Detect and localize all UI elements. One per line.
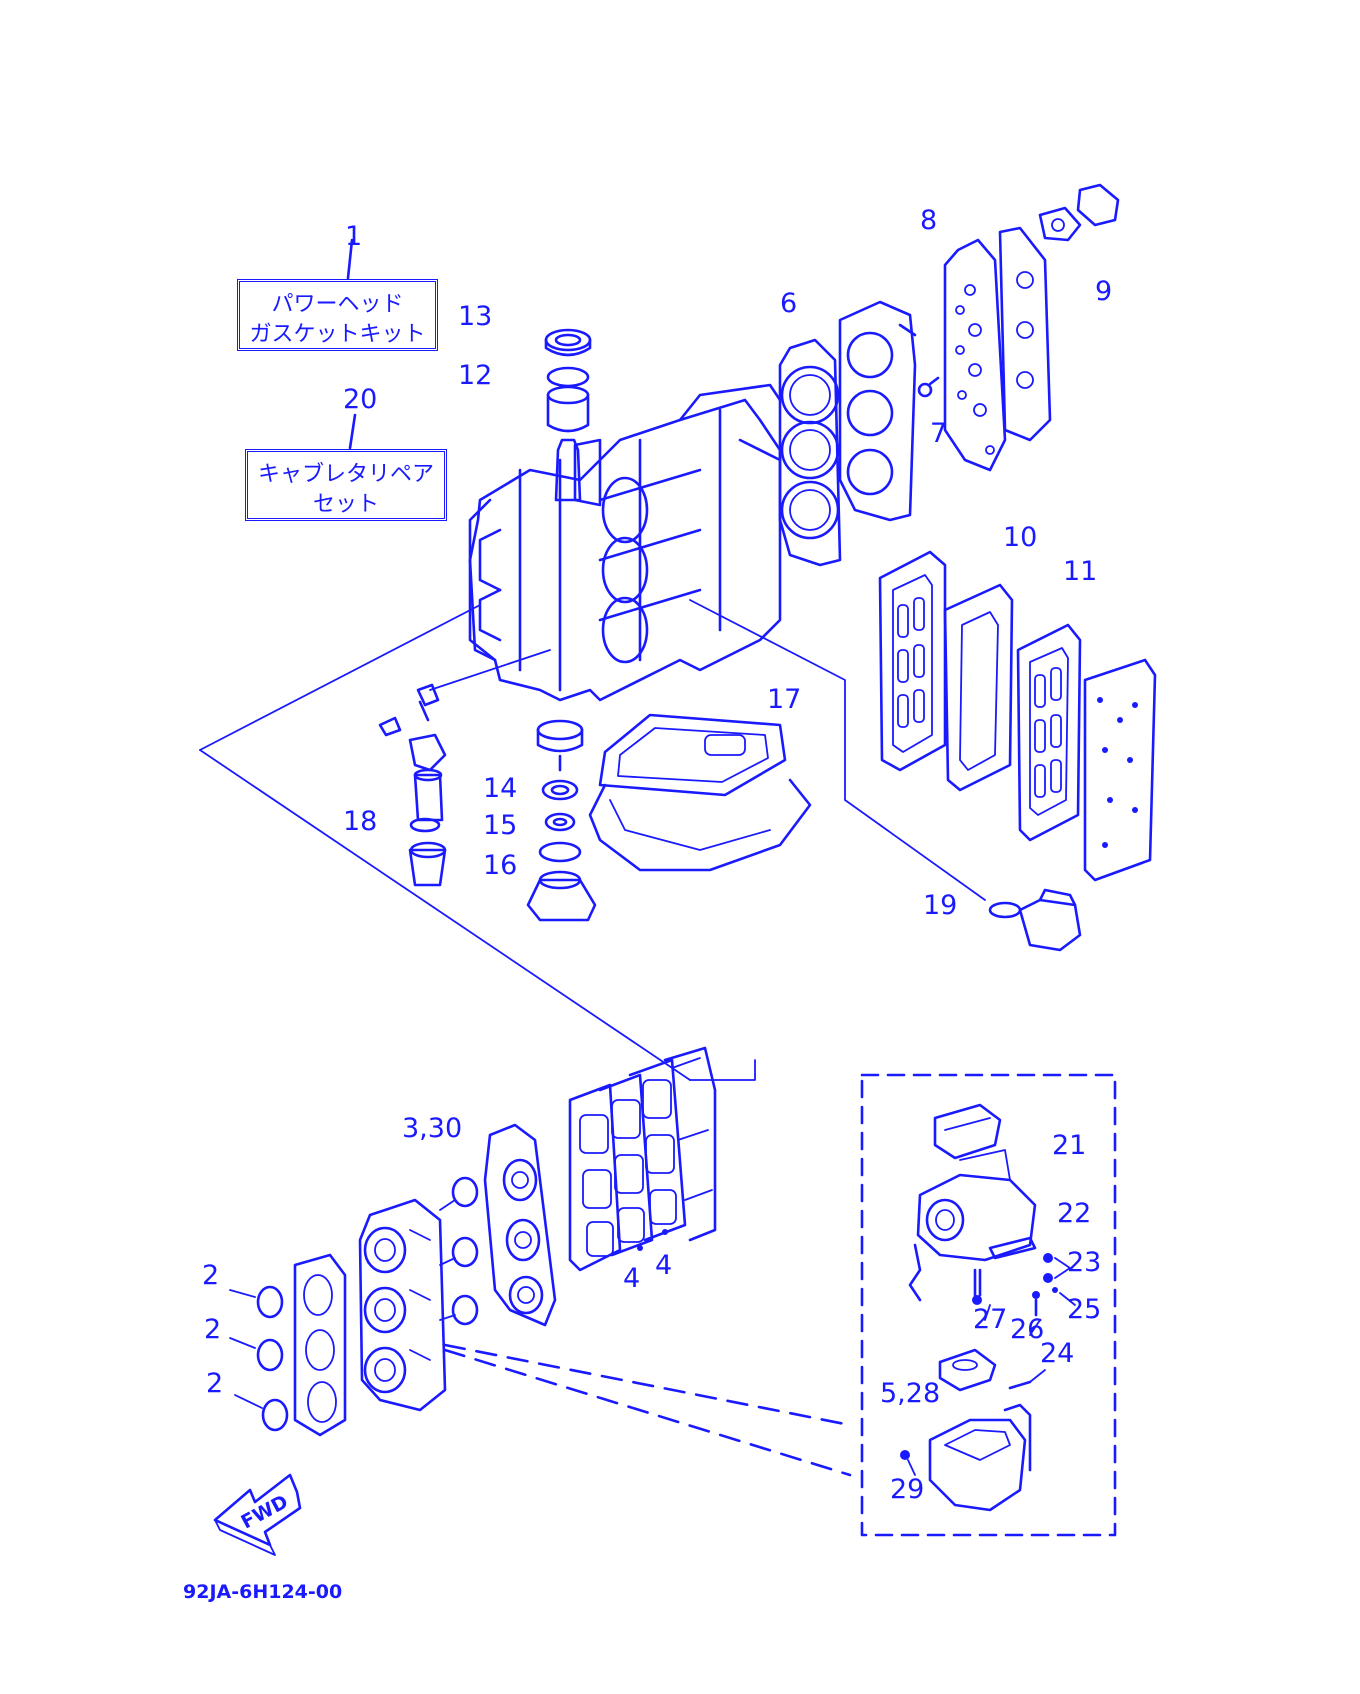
exhaust-outer-gasket xyxy=(1016,623,1082,842)
fwd-arrow-label: FWD xyxy=(238,1491,292,1534)
callout-10: 10 xyxy=(1003,522,1038,553)
float-arm-22 xyxy=(908,1236,1037,1302)
callout-23: 23 xyxy=(1067,1247,1102,1278)
exhaust-cover-gasket xyxy=(878,550,947,772)
fwd-arrow: FWD xyxy=(213,1473,302,1556)
callout-15: 15 xyxy=(483,810,518,841)
callout-22: 22 xyxy=(1057,1198,1092,1229)
carb-body-repair xyxy=(916,1149,1037,1262)
callout-24: 24 xyxy=(1040,1338,1075,1369)
kit-20-line1: キャブレタリペア xyxy=(257,462,434,487)
callout-17: 17 xyxy=(767,684,802,715)
air-intake-plate xyxy=(293,1253,347,1437)
head-cover-gasket xyxy=(943,238,1007,472)
oil-pan-gasket xyxy=(598,713,787,797)
kit-1-line2: ガスケットキット xyxy=(249,322,426,347)
float-pin-24 xyxy=(1008,1369,1046,1390)
callout-27: 27 xyxy=(973,1304,1008,1335)
fuel-fitting-parts xyxy=(378,683,447,887)
callout-2a: 2 xyxy=(202,1260,220,1291)
kit-20-line2: セット xyxy=(312,492,379,517)
callout-14: 14 xyxy=(483,773,518,804)
kit-1-box: パワーヘッド ガスケットキット xyxy=(237,279,438,351)
head-cover xyxy=(998,226,1052,442)
drawing-code: 92JA-6H124-00 xyxy=(183,1581,343,1603)
cylinder-block xyxy=(468,383,782,702)
callout-4b: 4 xyxy=(655,1250,673,1281)
callout-4a: 4 xyxy=(623,1263,641,1294)
exhaust-outer-cover xyxy=(1083,658,1157,882)
exhaust-inner-cover xyxy=(943,583,1014,792)
callout-16: 16 xyxy=(483,850,518,881)
cylinder-head xyxy=(838,300,917,522)
callout-12: 12 xyxy=(458,360,493,391)
drain-screw-29 xyxy=(900,1450,916,1476)
cylinder-head-gasket xyxy=(778,338,842,567)
small-jets-25-26-27 xyxy=(972,1268,1076,1336)
callout-2c: 2 xyxy=(206,1368,224,1399)
callout-8: 8 xyxy=(920,205,938,236)
reed-valve-assembly xyxy=(568,1046,717,1272)
callout-7: 7 xyxy=(930,418,948,449)
kit-20-box: キャブレタリペア セット xyxy=(245,449,447,521)
crankshaft-top-seal-parts xyxy=(544,328,592,502)
o-rings-2 xyxy=(229,1285,289,1432)
intake-manifold xyxy=(483,1123,557,1327)
callout-21: 21 xyxy=(1052,1130,1087,1161)
carb-cover-21 xyxy=(933,1103,1002,1160)
lower-bearing-and-seals xyxy=(526,719,597,922)
callout-18: 18 xyxy=(343,806,378,837)
float-bowl xyxy=(928,1403,1032,1512)
carb-repair-leaders xyxy=(443,1343,852,1477)
callout-25: 25 xyxy=(1067,1294,1102,1325)
callout-9: 9 xyxy=(1095,276,1113,307)
callout-19: 19 xyxy=(923,890,958,921)
carb-repair-box xyxy=(860,1073,1117,1537)
kit-20-number: 20 xyxy=(343,384,378,415)
float xyxy=(938,1348,997,1392)
callout-29: 29 xyxy=(890,1474,925,1505)
thermostat-cover-and-gasket xyxy=(1038,183,1120,242)
part-7-bolt xyxy=(917,376,940,398)
kit-leaders xyxy=(346,238,357,450)
oil-pan xyxy=(588,778,812,872)
fuel-pump xyxy=(988,888,1082,952)
callout-3-30: 3,30 xyxy=(402,1113,463,1144)
assembly-connecting-lines xyxy=(199,599,986,1081)
callout-2b: 2 xyxy=(204,1314,222,1345)
jets-23 xyxy=(1043,1253,1071,1283)
kit-1-line1: パワーヘッド xyxy=(271,292,404,317)
callout-11: 11 xyxy=(1063,556,1098,587)
callout-13: 13 xyxy=(458,301,493,332)
carburetor-bodies xyxy=(358,1198,447,1412)
callout-26: 26 xyxy=(1010,1314,1045,1345)
kit-1-number: 1 xyxy=(345,221,363,252)
callout-6: 6 xyxy=(780,288,798,319)
callout-5-28: 5,28 xyxy=(880,1378,941,1409)
intake-gaskets-3-30 xyxy=(439,1176,479,1326)
